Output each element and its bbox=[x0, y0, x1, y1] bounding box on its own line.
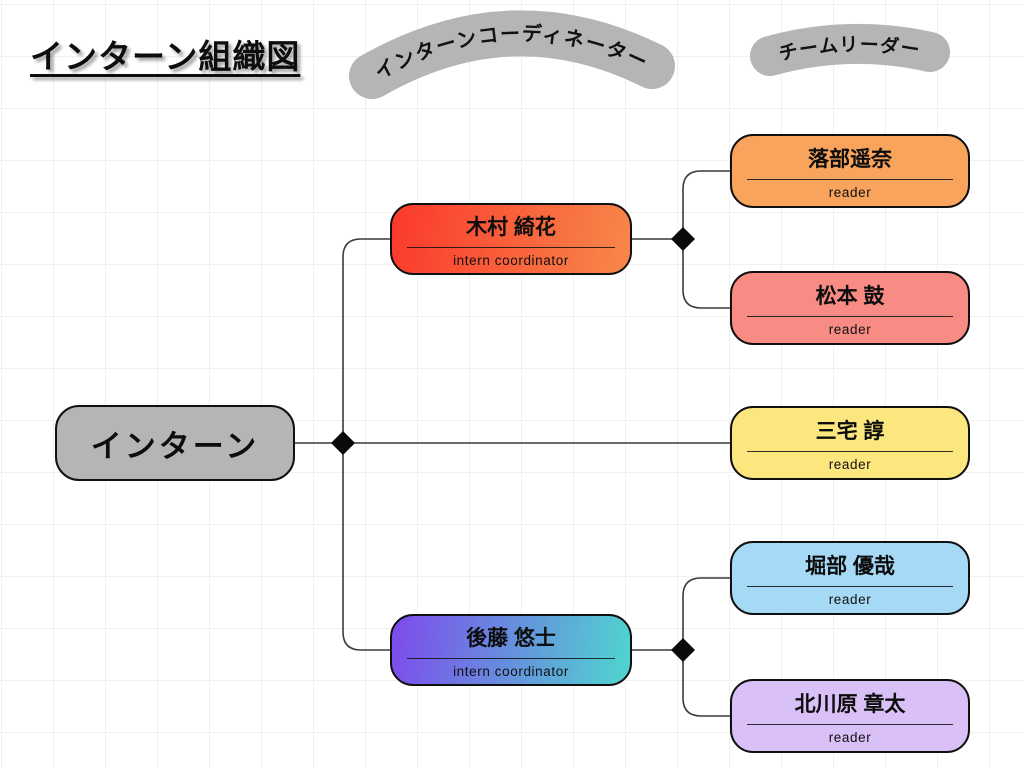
org-node-name: インターン bbox=[90, 428, 260, 464]
org-node-name: 後藤 悠士 bbox=[466, 626, 556, 650]
name-role-divider bbox=[747, 178, 953, 180]
org-node-name: 三宅 諄 bbox=[815, 419, 885, 443]
org-node-name: 木村 綺花 bbox=[466, 215, 556, 239]
name-role-divider bbox=[747, 723, 953, 725]
org-node-role: reader bbox=[828, 456, 872, 472]
org-node-leader-1[interactable]: 落部遥奈 reader bbox=[730, 134, 970, 208]
org-node-role: intern coordinator bbox=[453, 663, 569, 679]
banner-intern-coordinator: インターンコーディネーター bbox=[371, 21, 652, 84]
org-node-leader-5[interactable]: 北川原 章太 reader bbox=[730, 679, 970, 753]
junction-diamond-coordinator-1 bbox=[671, 227, 695, 251]
org-node-coordinator-2[interactable]: 後藤 悠士 intern coordinator bbox=[390, 614, 632, 686]
org-node-name: 落部遥奈 bbox=[808, 147, 892, 171]
page-title: インターン組織図 bbox=[30, 38, 301, 75]
org-node-role: reader bbox=[828, 591, 872, 607]
connector-hub-to-coordinator-1 bbox=[342, 238, 390, 443]
connector-hub2-to-leader-2 bbox=[682, 239, 730, 309]
org-node-role: reader bbox=[828, 729, 872, 745]
junction-diamond-root bbox=[331, 431, 355, 455]
org-node-role: intern coordinator bbox=[453, 252, 569, 268]
banner-team-leader: チームリーダー bbox=[770, 34, 930, 66]
connector-hub2-to-leader-1 bbox=[682, 170, 730, 239]
org-node-leader-3[interactable]: 三宅 諄 reader bbox=[730, 406, 970, 480]
org-node-role: reader bbox=[828, 184, 872, 200]
name-role-divider bbox=[747, 315, 953, 317]
org-node-name: 松本 鼓 bbox=[815, 284, 885, 308]
name-role-divider bbox=[407, 246, 615, 248]
org-node-leader-4[interactable]: 堀部 優哉 reader bbox=[730, 541, 970, 615]
name-role-divider bbox=[407, 657, 615, 659]
connector-hub3-to-leader-5 bbox=[682, 650, 730, 717]
org-node-intern-root[interactable]: インターン bbox=[55, 405, 295, 481]
org-node-coordinator-1[interactable]: 木村 綺花 intern coordinator bbox=[390, 203, 632, 275]
connector-hub-to-coordinator-2 bbox=[342, 443, 390, 651]
org-node-name: 堀部 優哉 bbox=[805, 554, 895, 578]
org-node-name: 北川原 章太 bbox=[794, 692, 906, 716]
junction-diamond-coordinator-2 bbox=[671, 638, 695, 662]
name-role-divider bbox=[747, 585, 953, 587]
org-node-role: reader bbox=[828, 321, 872, 337]
org-node-leader-2[interactable]: 松本 鼓 reader bbox=[730, 271, 970, 345]
connector-hub3-to-leader-4 bbox=[682, 577, 730, 650]
name-role-divider bbox=[747, 450, 953, 452]
